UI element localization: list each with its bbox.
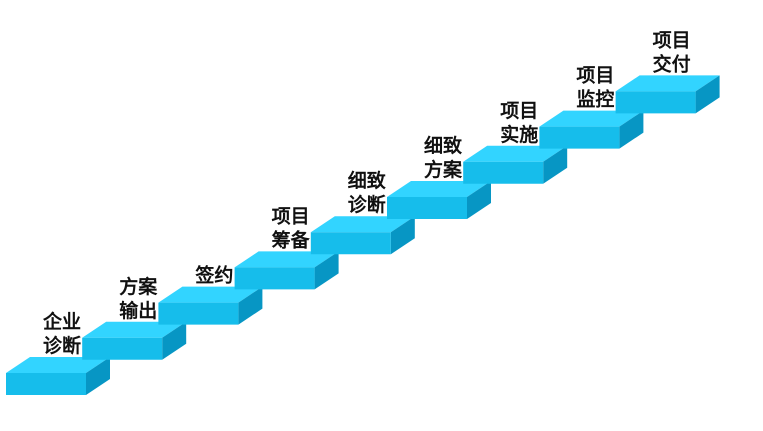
step-label-6: 细致方案 <box>424 134 463 181</box>
step-side-face <box>467 181 491 219</box>
step-top-face <box>158 286 263 303</box>
step-label-line: 方案 <box>119 275 158 298</box>
step-label-line: 签约 <box>194 264 233 287</box>
step-front-face <box>310 232 391 255</box>
step-block-3 <box>158 286 263 325</box>
step-side-face <box>390 216 415 255</box>
step-blocks <box>6 75 720 395</box>
step-top-face <box>82 321 187 338</box>
step-top-face <box>539 110 644 127</box>
step-label-line: 监控 <box>576 88 614 111</box>
step-label-9: 项目交付 <box>653 29 691 75</box>
step-label-3: 签约 <box>194 264 233 287</box>
step-label-line: 输出 <box>119 299 157 322</box>
step-front-face <box>158 302 239 325</box>
step-label-line: 项目 <box>500 100 538 122</box>
step-front-face <box>463 161 544 184</box>
step-label-5: 细致诊断 <box>348 169 387 216</box>
step-label-line: 细致 <box>348 169 387 192</box>
step-label-line: 实施 <box>500 123 538 146</box>
step-block-8 <box>539 110 644 149</box>
step-side-face <box>162 321 187 360</box>
step-block-9 <box>615 75 720 114</box>
step-label-4: 项目筹备 <box>272 205 311 251</box>
step-front-face <box>82 337 163 360</box>
step-label-2: 方案输出 <box>119 275 158 322</box>
step-top-face <box>387 181 491 197</box>
step-front-face <box>234 267 315 290</box>
step-front-face <box>539 126 620 149</box>
step-label-1: 企业诊断 <box>42 310 81 357</box>
step-block-1 <box>6 357 110 395</box>
step-label-line: 项目 <box>653 29 691 51</box>
step-label-line: 企业 <box>42 310 81 333</box>
step-label-line: 方案 <box>424 158 463 181</box>
step-label-line: 细致 <box>424 134 463 157</box>
step-block-5 <box>310 216 415 255</box>
step-top-face <box>463 145 568 162</box>
step-block-4 <box>234 251 339 290</box>
step-side-face <box>238 286 263 325</box>
step-side-face <box>543 145 568 184</box>
step-label-line: 筹备 <box>272 228 311 251</box>
step-side-face <box>314 251 339 290</box>
step-side-face <box>695 75 720 114</box>
step-side-face <box>86 357 110 395</box>
step-label-7: 项目实施 <box>500 100 538 146</box>
step-front-face <box>615 91 696 114</box>
step-top-face <box>310 216 415 233</box>
step-top-face <box>234 251 339 268</box>
step-label-line: 项目 <box>272 205 310 227</box>
step-front-face <box>6 373 86 395</box>
step-top-face <box>6 357 110 373</box>
step-block-7 <box>463 145 568 184</box>
step-block-6 <box>387 181 491 219</box>
step-top-face <box>615 75 720 92</box>
step-block-2 <box>82 321 187 360</box>
step-label-line: 交付 <box>653 52 691 75</box>
step-label-line: 诊断 <box>348 193 386 216</box>
step-label-8: 项目监控 <box>576 65 614 111</box>
step-front-face <box>387 197 467 219</box>
step-label-line: 诊断 <box>43 334 81 357</box>
step-label-line: 项目 <box>576 65 614 87</box>
step-side-face <box>619 110 644 149</box>
